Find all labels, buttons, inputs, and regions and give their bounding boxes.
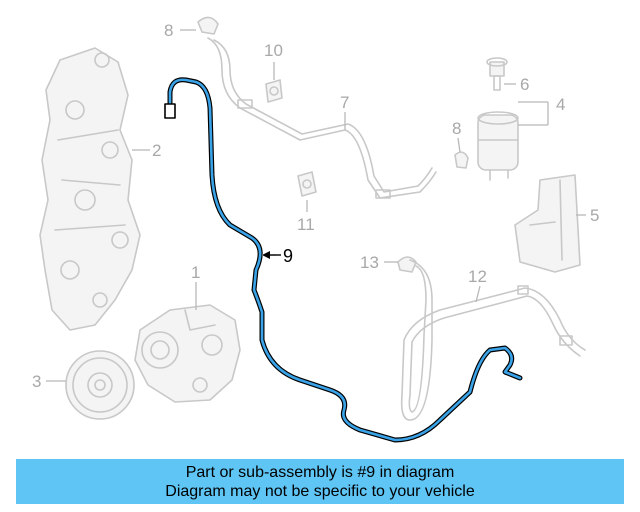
banner-line-part: Part or sub-assembly is #9 in diagram	[185, 463, 455, 481]
callout-1: 1	[191, 263, 200, 282]
callout-12: 12	[468, 267, 487, 286]
callout-11: 11	[297, 215, 315, 234]
clamp-part-8-top	[197, 16, 219, 35]
callout-7: 7	[340, 93, 349, 112]
hose-part-12	[400, 259, 586, 421]
callout-8-right: 8	[452, 119, 461, 138]
callout-6: 6	[520, 75, 529, 94]
pressure-hose-part-9	[164, 77, 523, 443]
clip-part-10	[265, 79, 283, 103]
callout-3: 3	[32, 372, 41, 391]
cap-part-6	[486, 57, 508, 91]
banner-line-disclaimer: Diagram may not be specific to your vehi…	[165, 482, 475, 500]
clamp-part-8-right	[454, 151, 469, 169]
clamp-part-13	[397, 256, 417, 273]
bracket-part-5	[514, 174, 581, 273]
leader-lines	[46, 29, 586, 382]
callout-8-top: 8	[164, 21, 173, 40]
callout-2: 2	[152, 141, 161, 160]
callout-labels: 1 2 3 4 5 6 7 8 8 9 10 11 12 13	[32, 21, 599, 391]
clip-part-11	[297, 171, 317, 197]
return-hose-part-7	[207, 37, 437, 199]
parts-diagram: 1 2 3 4 5 6 7 8 8 9 10 11 12 13	[32, 16, 599, 443]
callout-9-arrow	[262, 251, 270, 259]
callout-9: 9	[283, 246, 293, 266]
callout-5: 5	[590, 206, 599, 225]
pump-part-1	[134, 304, 241, 403]
info-banner: Part or sub-assembly is #9 in diagram Di…	[16, 459, 624, 504]
callout-10: 10	[264, 41, 283, 60]
engine-bracket-part-2	[39, 47, 141, 331]
callout-13: 13	[360, 253, 379, 272]
reservoir-part-4	[477, 111, 519, 181]
callout-4: 4	[556, 95, 565, 114]
pulley-part-3	[65, 350, 135, 420]
